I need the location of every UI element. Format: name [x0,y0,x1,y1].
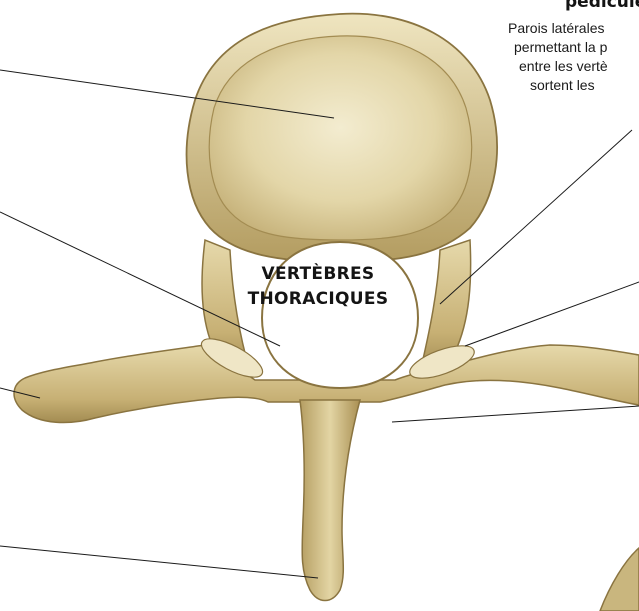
pedicle-title: pédicule [565,0,639,12]
vertebra-type-line-1: VERTÈBRES [243,262,393,287]
leader-line-spinous [0,546,318,578]
vertebra-type-label: VERTÈBRES THORACIQUES [243,262,393,312]
leader-line-lamina [392,406,639,422]
adjacent-bone-partial [600,548,639,611]
vertebral-body-surface [209,36,471,240]
pedicle-description: Parois latérales permettant la p entre l… [500,19,639,95]
spinous-process [300,400,360,601]
leader-line-facet [465,282,639,346]
pedicle-desc-line-3: entre les vertè [500,57,639,76]
pedicle-desc-line-4: sortent les [500,76,639,95]
pedicle-desc-line-2: permettant la p [500,38,639,57]
vertebra-type-line-2: THORACIQUES [243,287,393,312]
pedicle-desc-line-1: Parois latérales [500,19,639,38]
